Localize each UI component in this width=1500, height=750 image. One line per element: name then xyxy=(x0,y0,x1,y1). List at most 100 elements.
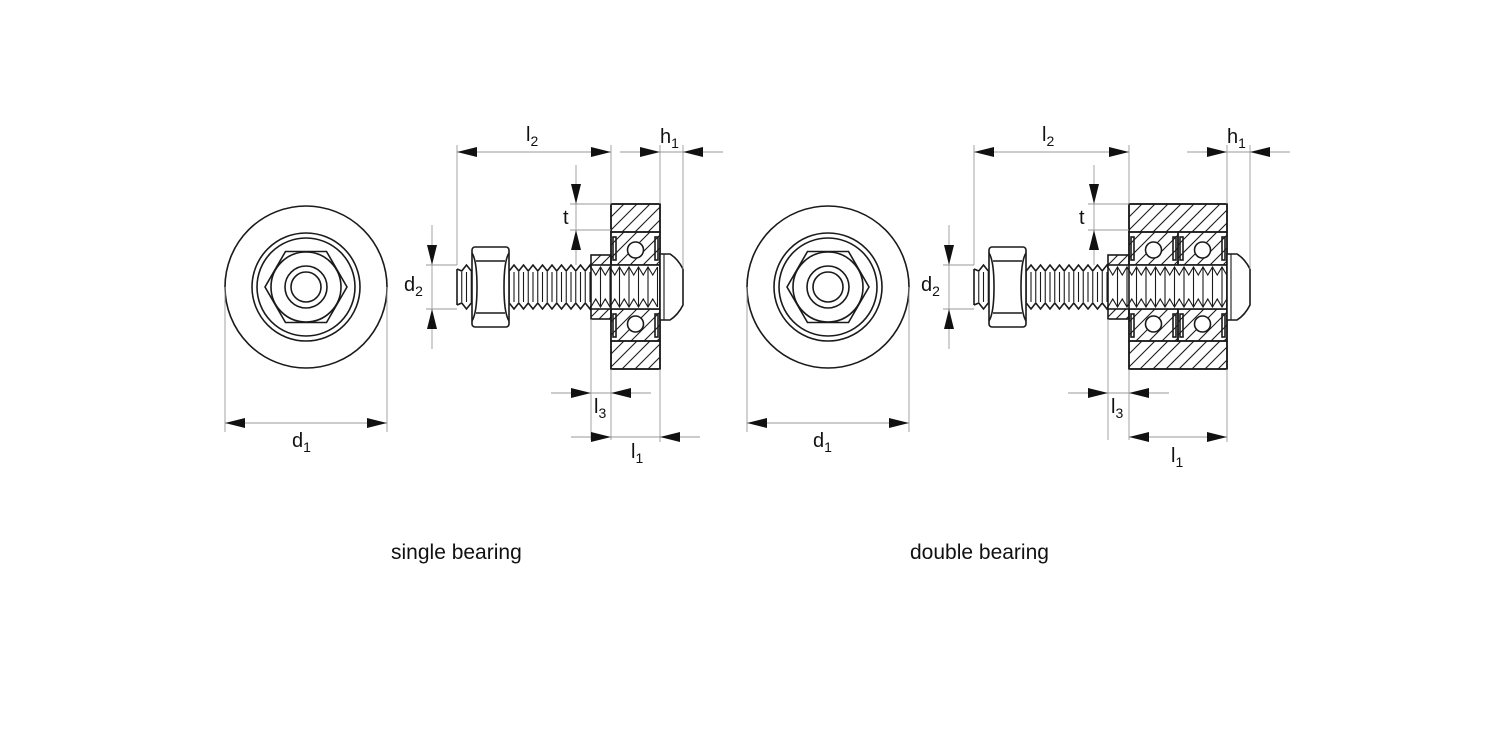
bearing-seal xyxy=(1172,313,1177,338)
hatch-line xyxy=(611,204,625,218)
hatch-line xyxy=(687,341,715,369)
arrow-h1-left xyxy=(640,147,660,157)
arrow-l3-left xyxy=(1088,388,1108,398)
hatch-line xyxy=(661,341,689,369)
wheel-rim-top xyxy=(1129,204,1272,232)
hex-nut-body xyxy=(471,246,510,328)
hatch-line xyxy=(1250,309,1282,341)
hatch-line xyxy=(1129,204,1156,231)
arrow-h1-right xyxy=(683,147,703,157)
arrow-l1-right xyxy=(660,432,680,442)
hatch-line xyxy=(611,309,625,323)
hatch-line xyxy=(1165,341,1195,369)
dimensions-single xyxy=(224,145,723,442)
arrow-d1-left xyxy=(225,418,245,428)
bearing-ball xyxy=(626,315,645,333)
bearing-seal xyxy=(654,236,659,261)
bearing-lower-race xyxy=(611,309,660,341)
bearing-ball xyxy=(1144,241,1163,259)
bearing-ball xyxy=(1193,241,1212,259)
wheel-outer-circle xyxy=(224,205,388,369)
hatch-line xyxy=(1204,209,1227,232)
hatch-line xyxy=(1178,232,1192,246)
hatch-line xyxy=(1217,222,1227,232)
bearing-ball xyxy=(626,241,645,259)
bolt-outer-circle xyxy=(284,265,328,309)
arrow-d1-left xyxy=(747,418,767,428)
hatch-line xyxy=(1165,204,1195,232)
internal-thread-bottom xyxy=(1107,297,1228,309)
bearing-seal xyxy=(1130,236,1135,261)
hatch-line xyxy=(1217,359,1227,369)
bolt-outer-circle xyxy=(806,265,850,309)
hatch-line xyxy=(1129,341,1156,368)
label-l1-double: l1 xyxy=(1171,445,1183,470)
wheel-ring-outer xyxy=(773,232,883,342)
label-t-single: t xyxy=(563,207,569,229)
hatch-line xyxy=(682,232,715,265)
hatch-line xyxy=(1129,309,1156,336)
bearing-ball xyxy=(1144,315,1163,333)
hatch-line xyxy=(611,232,625,246)
hatch-line xyxy=(1125,315,1129,319)
arrow-l3-right xyxy=(611,388,631,398)
hatch-line xyxy=(1161,324,1178,341)
internal-thread-top xyxy=(1107,265,1228,277)
label-l2-single: l2 xyxy=(526,124,538,149)
hatch-line xyxy=(1152,341,1182,369)
front-view-single xyxy=(224,205,388,369)
hatch-line xyxy=(1129,232,1143,246)
label-h1-double: h1 xyxy=(1227,126,1246,151)
hatch-line xyxy=(1152,204,1182,232)
arrow-l1-left xyxy=(1129,432,1149,442)
hatch-line xyxy=(661,204,689,232)
nut-chamfer-right xyxy=(503,252,510,322)
wheel-rim-top xyxy=(611,204,715,232)
side-view-single xyxy=(456,203,715,370)
label-h1-single: h1 xyxy=(660,126,679,151)
arrow-d2-bottom xyxy=(944,309,954,329)
hex-nut-outline xyxy=(786,250,870,324)
internal-thread-bottom xyxy=(590,297,658,309)
nut-chamfer-circle xyxy=(270,251,342,323)
hatch-line xyxy=(1231,341,1259,369)
bearing-seal xyxy=(1221,313,1226,338)
hatch-line xyxy=(1191,341,1221,369)
hatch-line xyxy=(687,204,715,232)
label-d1-single: d1 xyxy=(292,430,311,455)
nut-chamfer-right xyxy=(1020,252,1027,322)
label-d2-double: d2 xyxy=(921,274,940,299)
hatch-line xyxy=(674,341,702,369)
label-l3-single: l3 xyxy=(594,396,606,421)
hatch-line xyxy=(611,341,625,355)
arrow-l3-left xyxy=(571,388,591,398)
hatch-line xyxy=(634,343,660,369)
caption-double-bearing: double bearing xyxy=(910,541,1049,564)
hatch-line xyxy=(1129,341,1143,355)
hatch-line xyxy=(1178,204,1208,232)
bolt-section xyxy=(1107,264,1228,310)
hatch-line xyxy=(1129,204,1130,205)
arrow-l2-right xyxy=(1109,147,1129,157)
bearing-upper-race xyxy=(611,232,715,265)
bolt-inner-circle xyxy=(290,271,322,303)
arrow-t-top xyxy=(571,184,581,204)
hatch-line xyxy=(1129,232,1156,259)
hatch-line xyxy=(1244,204,1272,232)
hatch-line xyxy=(621,204,651,232)
arrow-l2-left xyxy=(974,147,994,157)
label-t-double: t xyxy=(1079,207,1085,229)
caption-single-bearing: single bearing xyxy=(391,541,522,564)
bearing-seal xyxy=(1179,313,1184,338)
hatch-line xyxy=(1129,204,1143,218)
label-l2-double: l2 xyxy=(1042,124,1054,149)
hatch-line xyxy=(1191,204,1221,232)
hatch-line xyxy=(621,341,651,369)
label-l3-double: l3 xyxy=(1111,396,1123,421)
hatch-line xyxy=(611,341,612,342)
hatch-line xyxy=(1178,341,1208,369)
hex-nut-body xyxy=(988,246,1027,328)
wheel-ring-inner xyxy=(256,237,356,337)
arrow-t-bottom xyxy=(1089,230,1099,250)
